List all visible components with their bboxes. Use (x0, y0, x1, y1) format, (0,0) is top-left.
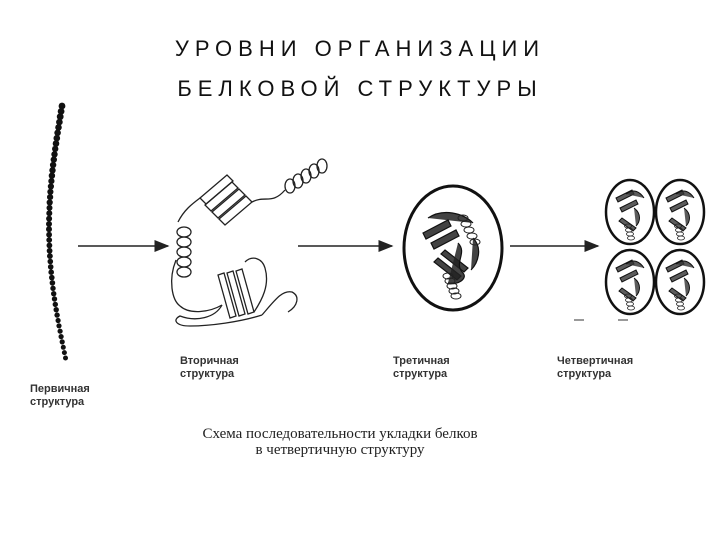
label-secondary-structure: Вторичная структура (180, 355, 239, 381)
quaternary-subunit-2 (654, 178, 706, 246)
tertiary-structure-globule (402, 184, 504, 312)
quaternary-subunit-4 (654, 248, 706, 316)
label-quaternary-line-2: структура (557, 368, 612, 380)
label-quaternary-line-1: Четвертичная (557, 355, 634, 367)
label-primary-line-2: структура (30, 396, 85, 408)
caption-line-2: в четвертичную структуру (255, 442, 425, 458)
label-secondary-line-1: Вторичная (180, 355, 239, 367)
label-primary-line-1: Первичная (30, 383, 90, 395)
primary-structure-bead-chain (46, 102, 68, 361)
quaternary-structure-tetramer (574, 178, 706, 321)
figure-caption: Схема последовательности укладки белков … (160, 426, 520, 458)
label-quaternary-structure: Четвертичная структура (557, 355, 633, 381)
label-tertiary-structure: Третичная структура (393, 355, 450, 381)
slide-title-line-2: БЕЛКОВОЙ СТРУКТУРЫ (177, 76, 543, 101)
alpha-helix-left (176, 226, 192, 278)
alpha-helix-top-right (284, 158, 328, 194)
label-secondary-line-2: структура (180, 368, 235, 380)
label-tertiary-line-2: структура (393, 368, 448, 380)
secondary-structure-sketch (170, 158, 328, 327)
caption-line-1: Схема последовательности укладки белков (202, 426, 478, 442)
quaternary-subunit-3 (604, 248, 656, 316)
label-tertiary-line-1: Третичная (393, 355, 450, 367)
label-primary-structure: Первичная структура (30, 383, 90, 409)
quaternary-subunit-1 (604, 178, 656, 246)
slide-title-line-1: УРОВНИ ОРГАНИЗАЦИИ (174, 36, 546, 61)
